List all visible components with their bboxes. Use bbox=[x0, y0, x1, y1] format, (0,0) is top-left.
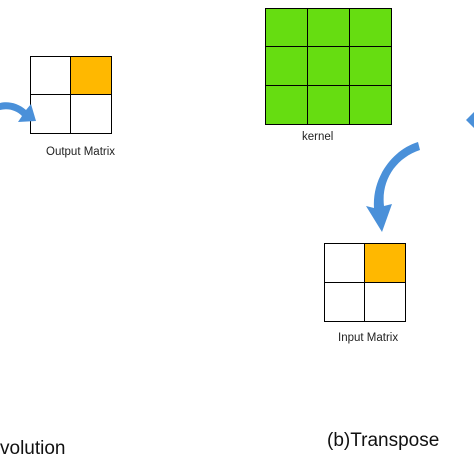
kernel-cell bbox=[348, 84, 392, 125]
caption-right: (b)Transpose bbox=[327, 430, 440, 451]
output-matrix-cell bbox=[70, 94, 112, 134]
input-matrix bbox=[323, 242, 406, 322]
kernel-cell bbox=[306, 7, 350, 48]
kernel-cell bbox=[348, 7, 392, 48]
kernel-cell bbox=[264, 84, 308, 125]
right-edge-arrow bbox=[466, 112, 474, 128]
kernel-label: kernel bbox=[302, 131, 334, 143]
output-matrix-cell bbox=[70, 55, 112, 95]
input-matrix-cell bbox=[364, 242, 406, 283]
output-matrix-label: Output Matrix bbox=[46, 146, 116, 158]
output-matrix-cell bbox=[29, 55, 71, 95]
input-matrix-cell bbox=[364, 281, 406, 322]
caption-left: volution bbox=[0, 438, 66, 459]
kernel-cell bbox=[306, 46, 350, 86]
input-matrix-label: Input Matrix bbox=[338, 332, 399, 344]
kernel-matrix bbox=[264, 7, 392, 125]
kernel-to-input-arrow bbox=[366, 142, 420, 232]
output-matrix bbox=[29, 55, 112, 134]
kernel-cell bbox=[306, 84, 350, 125]
input-matrix-cell bbox=[323, 281, 365, 322]
left-arrow bbox=[0, 102, 36, 122]
